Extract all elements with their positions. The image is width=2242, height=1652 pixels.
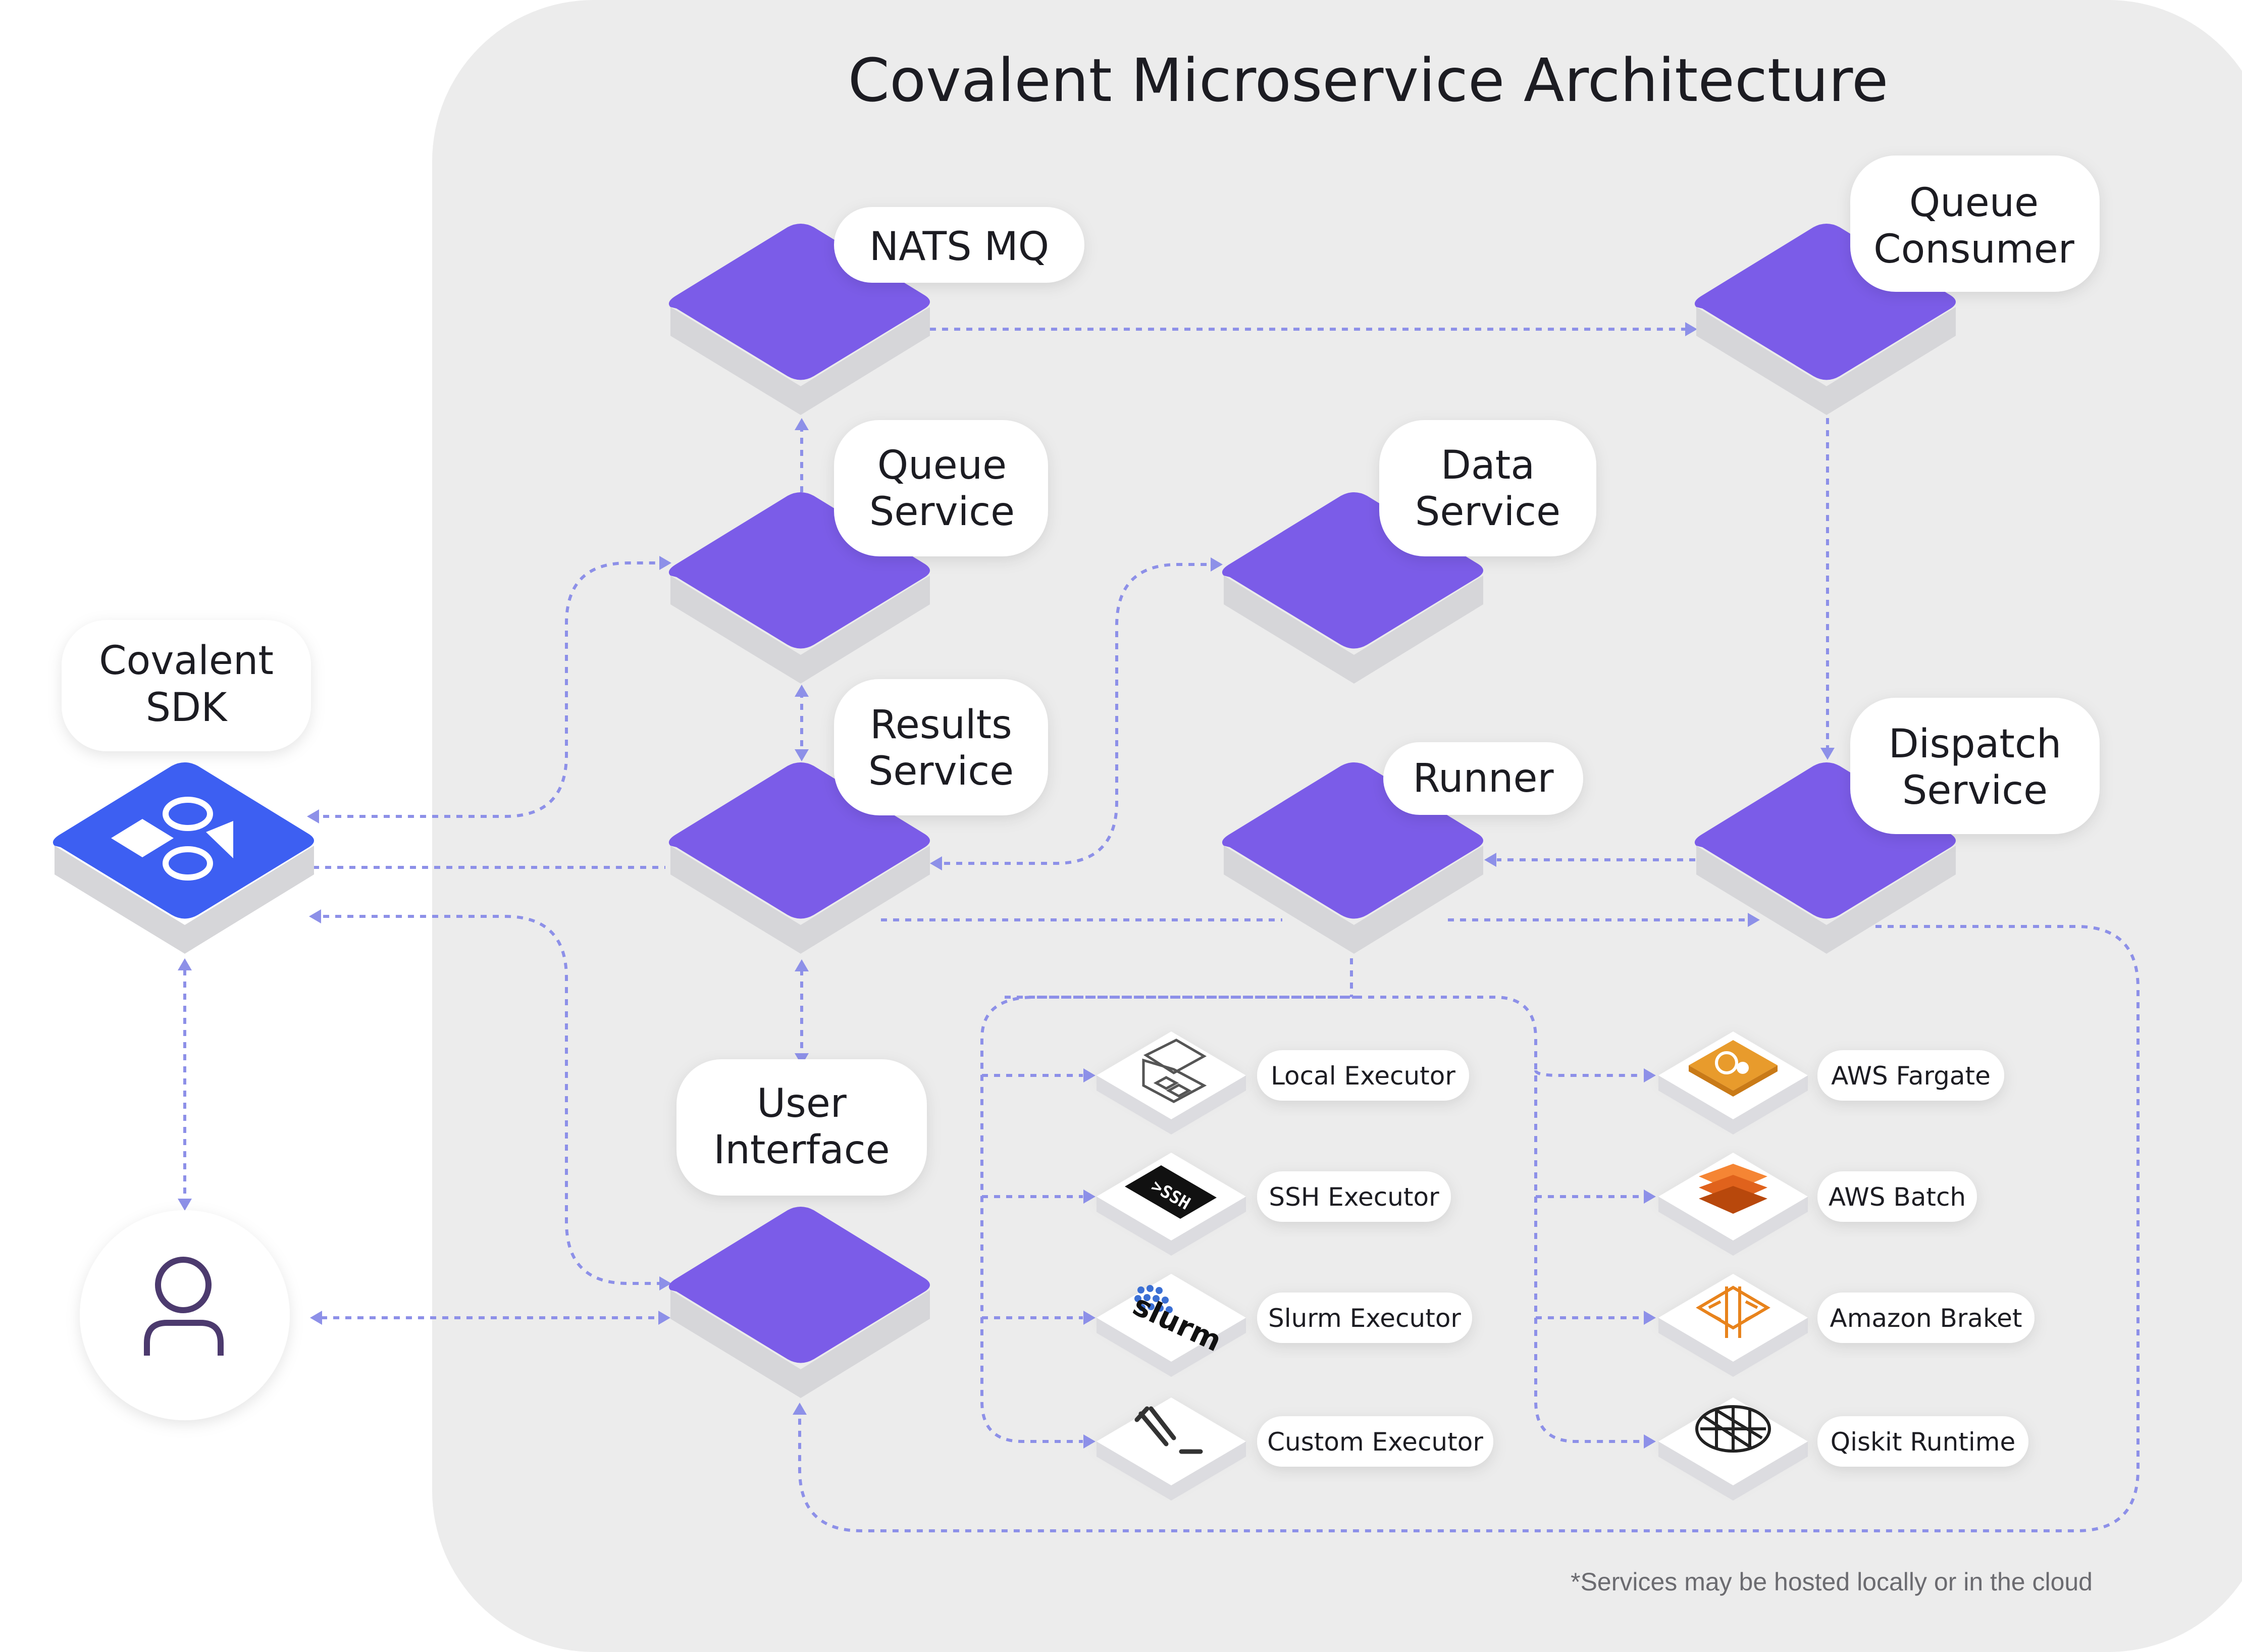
runner-text: Runner bbox=[1413, 756, 1554, 801]
aws-fargate-icon bbox=[1689, 1040, 1778, 1097]
data-service-text-2: Service bbox=[1415, 489, 1560, 535]
user-interface-text-2: Interface bbox=[713, 1127, 890, 1173]
nats-mq-text: NATS MQ bbox=[869, 224, 1049, 270]
executor-local-label: Local Executor bbox=[1271, 1061, 1455, 1091]
user-interface-label bbox=[676, 1059, 927, 1196]
executor-amazon-braket-label: Amazon Braket bbox=[1830, 1304, 2022, 1333]
executor-ssh[interactable]: >SSH SSH Executor bbox=[1097, 1153, 1451, 1256]
executor-ssh-label: SSH Executor bbox=[1269, 1182, 1439, 1212]
laptop-icon bbox=[1142, 1039, 1207, 1103]
executor-local[interactable]: Local Executor bbox=[1097, 1031, 1469, 1134]
covalent-sdk-text-2: SDK bbox=[146, 685, 228, 731]
data-service-text-1: Data bbox=[1441, 443, 1535, 488]
queue-service-text-2: Service bbox=[869, 489, 1015, 535]
covalent-logo-icon bbox=[111, 797, 233, 881]
ssh-icon: >SSH bbox=[1125, 1165, 1217, 1219]
user-interface-node[interactable] bbox=[668, 1207, 930, 1398]
connectors bbox=[178, 322, 2140, 1532]
user-node[interactable] bbox=[80, 1210, 290, 1420]
executor-qiskit-runtime-label: Qiskit Runtime bbox=[1831, 1427, 2015, 1457]
covalent-sdk-node[interactable] bbox=[53, 762, 314, 954]
queue-service-text-1: Queue bbox=[877, 443, 1007, 488]
executors-left: Local Executor >SSH SSH Executor bbox=[1097, 1031, 1493, 1501]
executor-custom[interactable]: Custom Executor bbox=[1097, 1398, 1493, 1501]
executor-slurm-label: Slurm Executor bbox=[1268, 1304, 1461, 1333]
dispatch-service-text-1: Dispatch bbox=[1889, 721, 2062, 767]
pencil-terminal-icon bbox=[1134, 1406, 1203, 1454]
results-service-text-1: Results bbox=[870, 702, 1012, 748]
executor-qiskit-runtime[interactable]: Qiskit Runtime bbox=[1658, 1398, 2028, 1501]
footnote: *Services may be hosted locally or in th… bbox=[1571, 1568, 2093, 1596]
user-interface-text-1: User bbox=[757, 1081, 847, 1126]
queue-consumer-text-1: Queue bbox=[1909, 180, 2039, 226]
edge-sdk-ui bbox=[323, 915, 661, 1285]
results-service-label bbox=[834, 679, 1048, 815]
executor-aws-fargate-label: AWS Fargate bbox=[1831, 1061, 1991, 1091]
executor-slurm[interactable]: slurm Slurm Executor bbox=[1097, 1274, 1472, 1377]
qiskit-globe-icon bbox=[1695, 1405, 1771, 1453]
user-icon bbox=[144, 1257, 224, 1356]
queue-service-label bbox=[834, 420, 1048, 556]
executor-aws-fargate[interactable]: AWS Fargate bbox=[1658, 1031, 2004, 1134]
covalent-sdk-label bbox=[62, 620, 311, 751]
results-service-text-2: Service bbox=[868, 749, 1014, 794]
executor-aws-batch-label: AWS Batch bbox=[1829, 1182, 1966, 1212]
executor-aws-batch[interactable]: AWS Batch bbox=[1658, 1153, 1977, 1256]
dispatch-service-label bbox=[1850, 698, 2100, 834]
executor-custom-label: Custom Executor bbox=[1267, 1427, 1483, 1457]
nats-mq-label bbox=[834, 207, 1084, 283]
data-service-label bbox=[1379, 420, 1596, 556]
amazon-braket-icon bbox=[1696, 1285, 1770, 1338]
executor-amazon-braket[interactable]: Amazon Braket bbox=[1658, 1274, 2035, 1377]
executor-bus bbox=[980, 996, 1641, 1443]
queue-consumer-label bbox=[1850, 156, 2100, 292]
executors-right: AWS Fargate AWS Batch Amazon Brake bbox=[1658, 1031, 2035, 1501]
covalent-sdk-text-1: Covalent bbox=[99, 638, 274, 684]
aws-batch-icon bbox=[1699, 1164, 1767, 1214]
edge-sdk-queue bbox=[323, 561, 661, 818]
diagram-title: Covalent Microservice Architecture bbox=[848, 45, 1889, 115]
queue-consumer-text-2: Consumer bbox=[1873, 227, 2075, 272]
node-slab bbox=[670, 307, 930, 415]
dispatch-service-text-2: Service bbox=[1902, 768, 2048, 813]
runner-label bbox=[1383, 742, 1583, 815]
edge-dispatch-ui-loop bbox=[798, 925, 2140, 1532]
